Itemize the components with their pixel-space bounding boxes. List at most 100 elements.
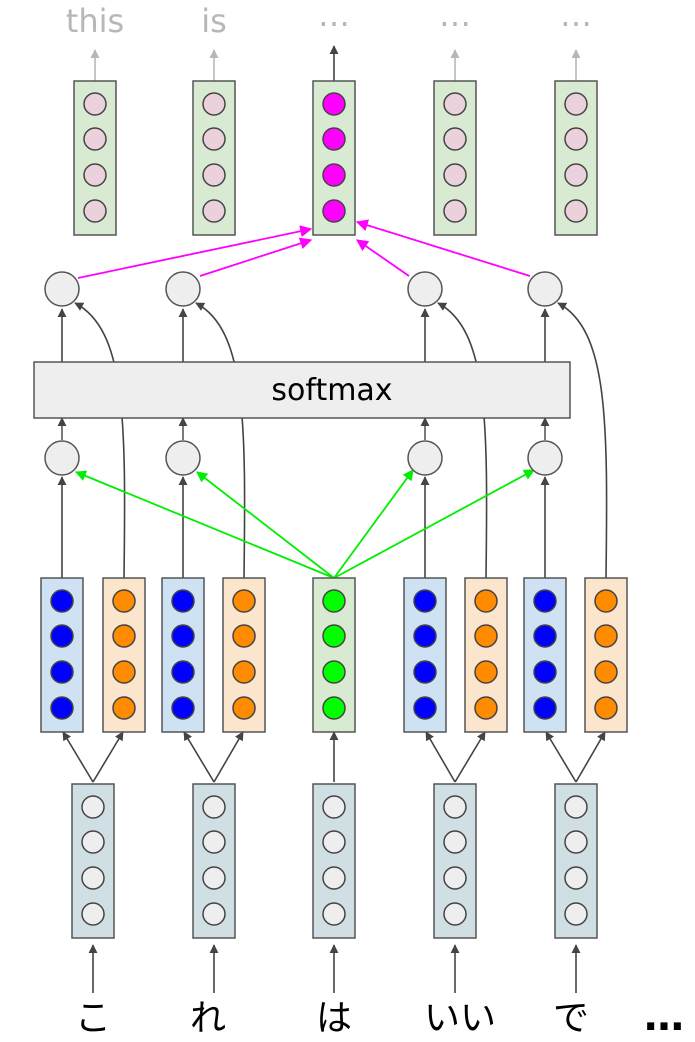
- forward-encoder-vector-unit: [171, 589, 195, 613]
- score-node: [407, 440, 443, 476]
- backward-encoder-vector: [464, 577, 508, 733]
- context-arrow: [356, 239, 410, 277]
- backward-to-weight-arrow: [195, 302, 246, 579]
- embedding-vector-unit: [564, 902, 588, 926]
- embedding-to-backward-arrow: [213, 731, 244, 783]
- backward-encoder-vector-unit: [474, 696, 498, 720]
- score-node: [44, 440, 80, 476]
- embedding-to-backward-arrow: [575, 731, 606, 783]
- embedding-to-forward-arrow: [62, 731, 94, 783]
- weighted-node: [44, 271, 80, 307]
- query-vector-unit: [322, 624, 346, 648]
- embedding-vector-unit: [564, 866, 588, 890]
- backward-encoder-vector-unit: [112, 660, 136, 684]
- forward-encoder-vector-unit: [50, 624, 74, 648]
- backward-to-weight-arrow: [74, 302, 126, 579]
- output-vector-unit: [564, 163, 588, 187]
- source-char: で: [553, 998, 589, 1039]
- connection-arrows: [57, 45, 608, 993]
- embedding-vector-unit: [202, 902, 226, 926]
- output-vector-active-unit: [322, 92, 346, 116]
- softmax-bar: [33, 361, 571, 419]
- forward-encoder-vector-unit: [533, 660, 557, 684]
- query-vector-unit: [322, 589, 346, 613]
- context-arrow: [355, 219, 531, 277]
- backward-encoder-vector-unit: [594, 660, 618, 684]
- backward-encoder-vector-unit: [474, 660, 498, 684]
- backward-encoder-vector: [102, 577, 146, 733]
- output-word: this: [66, 2, 124, 40]
- output-word: …: [439, 0, 471, 34]
- score-node: [165, 440, 201, 476]
- output-vector-unit: [83, 163, 107, 187]
- embedding-vector-unit: [81, 795, 105, 819]
- softmax-label: softmax: [271, 373, 392, 408]
- backward-encoder-vector-unit: [232, 589, 256, 613]
- forward-encoder-vector-unit: [50, 696, 74, 720]
- forward-encoder-vector-unit: [171, 660, 195, 684]
- embedding-vector-unit: [564, 830, 588, 854]
- weighted-node: [407, 271, 443, 307]
- backward-encoder-vector-unit: [112, 589, 136, 613]
- output-vector-active-unit: [322, 199, 346, 223]
- embedding-vector: [312, 783, 356, 939]
- query-vector-unit: [322, 660, 346, 684]
- embedding-vector-unit: [81, 866, 105, 890]
- embedding-vector-unit: [322, 830, 346, 854]
- output-vector-unit: [564, 127, 588, 151]
- backward-encoder-vector: [584, 577, 628, 733]
- output-vector-active-unit: [322, 127, 346, 151]
- embedding-vector-unit: [443, 902, 467, 926]
- output-vector-unit: [83, 127, 107, 151]
- output-word: …: [318, 0, 350, 34]
- output-vector-unit: [83, 92, 107, 116]
- output-vector-unit: [564, 92, 588, 116]
- embedding-to-backward-arrow: [92, 731, 124, 783]
- embedding-vector-unit: [443, 830, 467, 854]
- forward-encoder-vector-unit: [533, 624, 557, 648]
- output-vector-unit: [443, 92, 467, 116]
- forward-encoder-vector: [403, 577, 447, 733]
- output-vector-unit: [443, 127, 467, 151]
- embedding-to-forward-arrow: [183, 731, 215, 783]
- network-units: [40, 80, 628, 939]
- output-word: …: [560, 0, 592, 34]
- embedding-vector-unit: [564, 795, 588, 819]
- backward-encoder-vector-unit: [594, 589, 618, 613]
- output-vector: [554, 80, 598, 236]
- backward-encoder-vector-unit: [594, 696, 618, 720]
- output-vector: [433, 80, 477, 236]
- source-char: れ: [190, 998, 226, 1039]
- backward-encoder-vector: [222, 577, 266, 733]
- backward-to-weight-arrow: [437, 302, 488, 579]
- weighted-node: [165, 271, 201, 307]
- embedding-vector-unit: [322, 902, 346, 926]
- output-vector-unit: [202, 127, 226, 151]
- embedding-vector-unit: [81, 902, 105, 926]
- forward-encoder-vector-unit: [171, 624, 195, 648]
- output-vector-unit: [443, 163, 467, 187]
- output-vector-unit: [83, 199, 107, 223]
- forward-encoder-vector-unit: [413, 589, 437, 613]
- source-char: は: [316, 998, 352, 1039]
- backward-encoder-vector-unit: [594, 624, 618, 648]
- query-attention-arrow: [333, 469, 414, 579]
- embedding-vector: [71, 783, 115, 939]
- forward-encoder-vector: [523, 577, 567, 733]
- embedding-vector-unit: [81, 830, 105, 854]
- forward-encoder-vector-unit: [171, 696, 195, 720]
- output-vector-active: [312, 80, 356, 236]
- forward-encoder-vector: [40, 577, 84, 733]
- forward-encoder-vector-unit: [533, 589, 557, 613]
- query-attention-arrow: [196, 471, 335, 579]
- backward-encoder-vector-unit: [112, 696, 136, 720]
- backward-encoder-vector-unit: [474, 624, 498, 648]
- query-vector-unit: [322, 696, 346, 720]
- output-vector-unit: [202, 92, 226, 116]
- forward-encoder-vector-unit: [413, 660, 437, 684]
- output-word: is: [201, 2, 227, 40]
- source-char: こ: [75, 998, 111, 1039]
- embedding-vector-unit: [202, 866, 226, 890]
- trailing-ellipsis: …: [644, 994, 684, 1040]
